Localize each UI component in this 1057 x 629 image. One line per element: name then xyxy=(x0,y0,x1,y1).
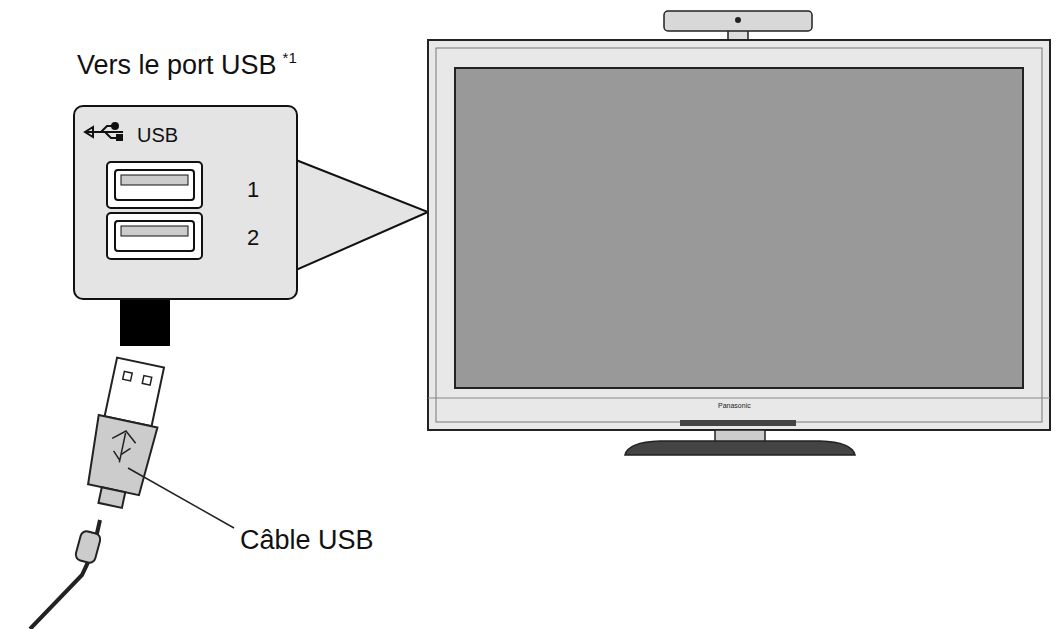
port-number: 2 xyxy=(247,227,259,249)
footnote-mark: *1 xyxy=(283,50,297,65)
television xyxy=(428,40,1050,455)
usb-plug xyxy=(81,356,170,511)
leader-line xyxy=(128,468,234,528)
usb-ports xyxy=(75,107,296,298)
callout-box: USB 1 2 xyxy=(73,105,298,300)
part-label: Câble USB xyxy=(240,527,374,554)
ferrite-core xyxy=(74,530,101,564)
heading-label: Vers le port USB xyxy=(77,52,277,79)
callout-pointer xyxy=(296,160,428,270)
port-number: 1 xyxy=(247,179,259,201)
brand-label: Panasonic xyxy=(718,402,751,409)
port-label: USB xyxy=(137,125,178,145)
